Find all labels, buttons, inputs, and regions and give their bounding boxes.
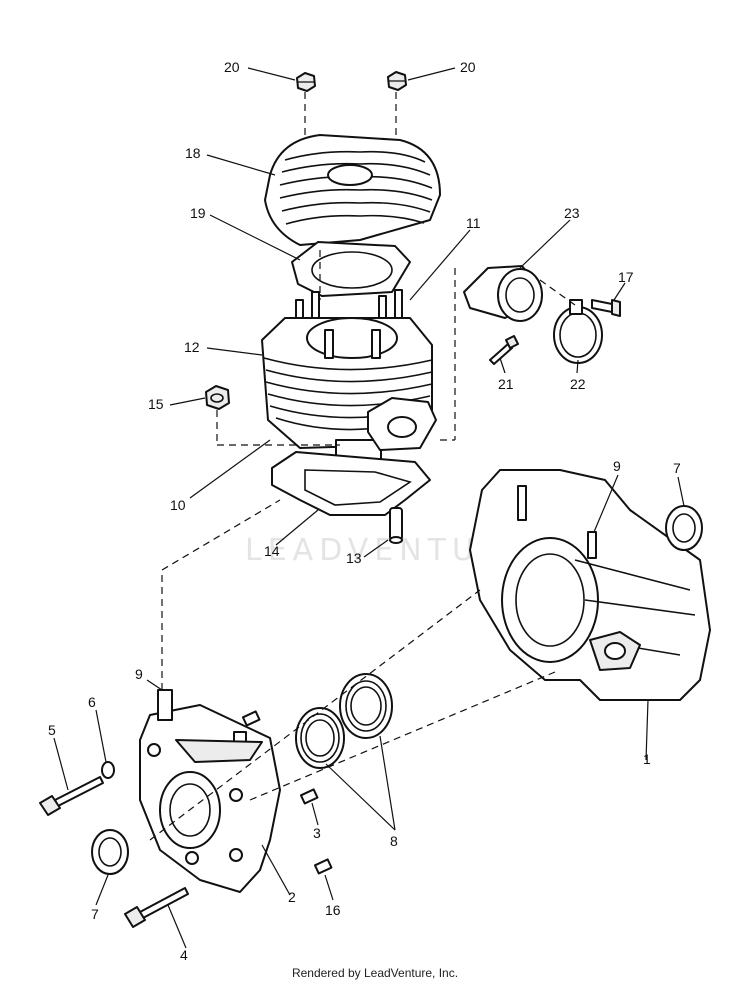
callout-21: 21 — [498, 376, 514, 392]
washer-6 — [101, 761, 115, 779]
callout-4: 4 — [180, 947, 188, 963]
callout-9-left: 9 — [135, 666, 143, 682]
callout-7-right: 7 — [673, 460, 681, 476]
head-nut-left — [296, 72, 316, 92]
oil-seal-right — [665, 505, 703, 551]
callout-22: 22 — [570, 376, 586, 392]
head-gasket — [291, 241, 411, 297]
callout-5: 5 — [48, 722, 56, 738]
dowel-pin-top — [241, 710, 261, 727]
cylinder-intake-port — [367, 397, 437, 451]
callout-12: 12 — [184, 339, 200, 355]
callout-1: 1 — [643, 751, 651, 767]
intake-boot — [463, 265, 543, 322]
cylinder-nut — [205, 385, 230, 410]
crankcase-right-half — [469, 469, 711, 701]
crankcase-left-half — [139, 689, 281, 893]
intake-clamp — [553, 299, 603, 364]
leader-lines — [53, 67, 685, 949]
callout-6: 6 — [88, 694, 96, 710]
bolt-5 — [39, 776, 104, 816]
callout-19: 19 — [190, 205, 206, 221]
dowel-pin-3 — [299, 788, 319, 805]
screw-17 — [591, 299, 621, 317]
callout-15: 15 — [148, 396, 164, 412]
base-gasket — [271, 451, 431, 516]
dowel-pin-13 — [389, 507, 403, 544]
callout-3: 3 — [313, 825, 321, 841]
callout-14: 14 — [264, 543, 280, 559]
callout-2: 2 — [288, 889, 296, 905]
cylinder-head — [264, 134, 441, 246]
screw-21 — [489, 335, 519, 365]
callout-8: 8 — [390, 833, 398, 849]
callout-17: 17 — [618, 269, 634, 285]
callout-13: 13 — [346, 550, 362, 566]
callout-11: 11 — [466, 215, 481, 231]
callout-23: 23 — [564, 205, 580, 221]
callout-10: 10 — [170, 497, 186, 513]
callout-labels: 20 20 18 19 11 23 17 12 15 21 22 10 9 7 … — [48, 59, 681, 963]
main-bearing-1 — [295, 707, 345, 769]
footer-credit: Rendered by LeadVenture, Inc. — [291, 966, 459, 980]
callout-20-left: 20 — [224, 59, 240, 75]
callout-20-right: 20 — [460, 59, 476, 75]
bolt-4 — [124, 887, 189, 928]
callout-9-right: 9 — [613, 458, 621, 474]
main-bearing-2 — [339, 673, 393, 739]
oil-seal-left — [91, 829, 129, 875]
head-nut-right — [387, 71, 407, 91]
callout-16: 16 — [325, 902, 341, 918]
callout-18: 18 — [185, 145, 201, 161]
callout-7-left: 7 — [91, 906, 99, 922]
dowel-pin-16 — [313, 858, 333, 875]
